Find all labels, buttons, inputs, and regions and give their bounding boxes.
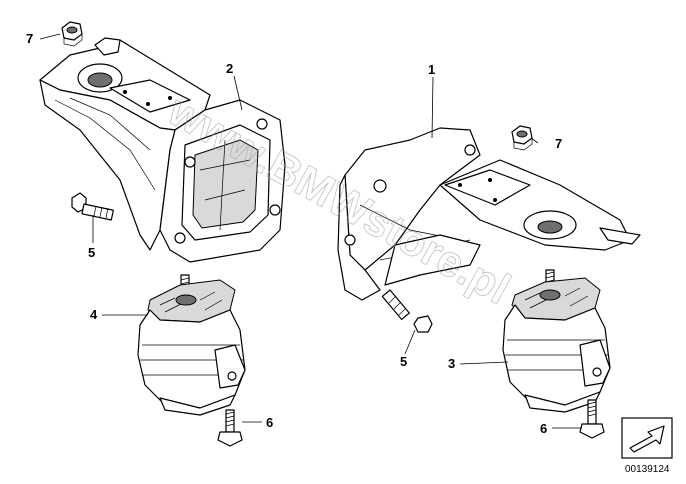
arrow-icon[interactable] xyxy=(621,417,673,459)
callout-3: 3 xyxy=(448,356,455,371)
bolt-bottom-right[interactable] xyxy=(579,399,605,439)
callout-4: 4 xyxy=(90,307,98,322)
nut-left[interactable] xyxy=(61,21,83,47)
engine-mount-right[interactable] xyxy=(502,269,611,413)
nut-right[interactable] xyxy=(511,125,533,151)
leader-lines xyxy=(39,33,582,429)
bolt-bottom-left[interactable] xyxy=(217,409,243,447)
callout-2: 2 xyxy=(226,61,233,76)
callout-5-right: 5 xyxy=(400,354,407,369)
engine-mount-bracket-left[interactable] xyxy=(39,37,286,263)
engine-mount-left[interactable] xyxy=(137,274,246,416)
callout-1: 1 xyxy=(428,62,435,77)
drawing-number: 00139124 xyxy=(625,464,670,475)
bolt-right[interactable] xyxy=(381,289,433,333)
callout-6-left: 6 xyxy=(266,415,273,430)
engine-mount-bracket-right[interactable] xyxy=(337,127,641,301)
callout-6-right: 6 xyxy=(540,421,547,436)
callout-5-left: 5 xyxy=(88,245,95,260)
callout-7-left: 7 xyxy=(26,31,33,46)
callout-7-right: 7 xyxy=(555,136,562,151)
bolt-left[interactable] xyxy=(71,192,114,221)
